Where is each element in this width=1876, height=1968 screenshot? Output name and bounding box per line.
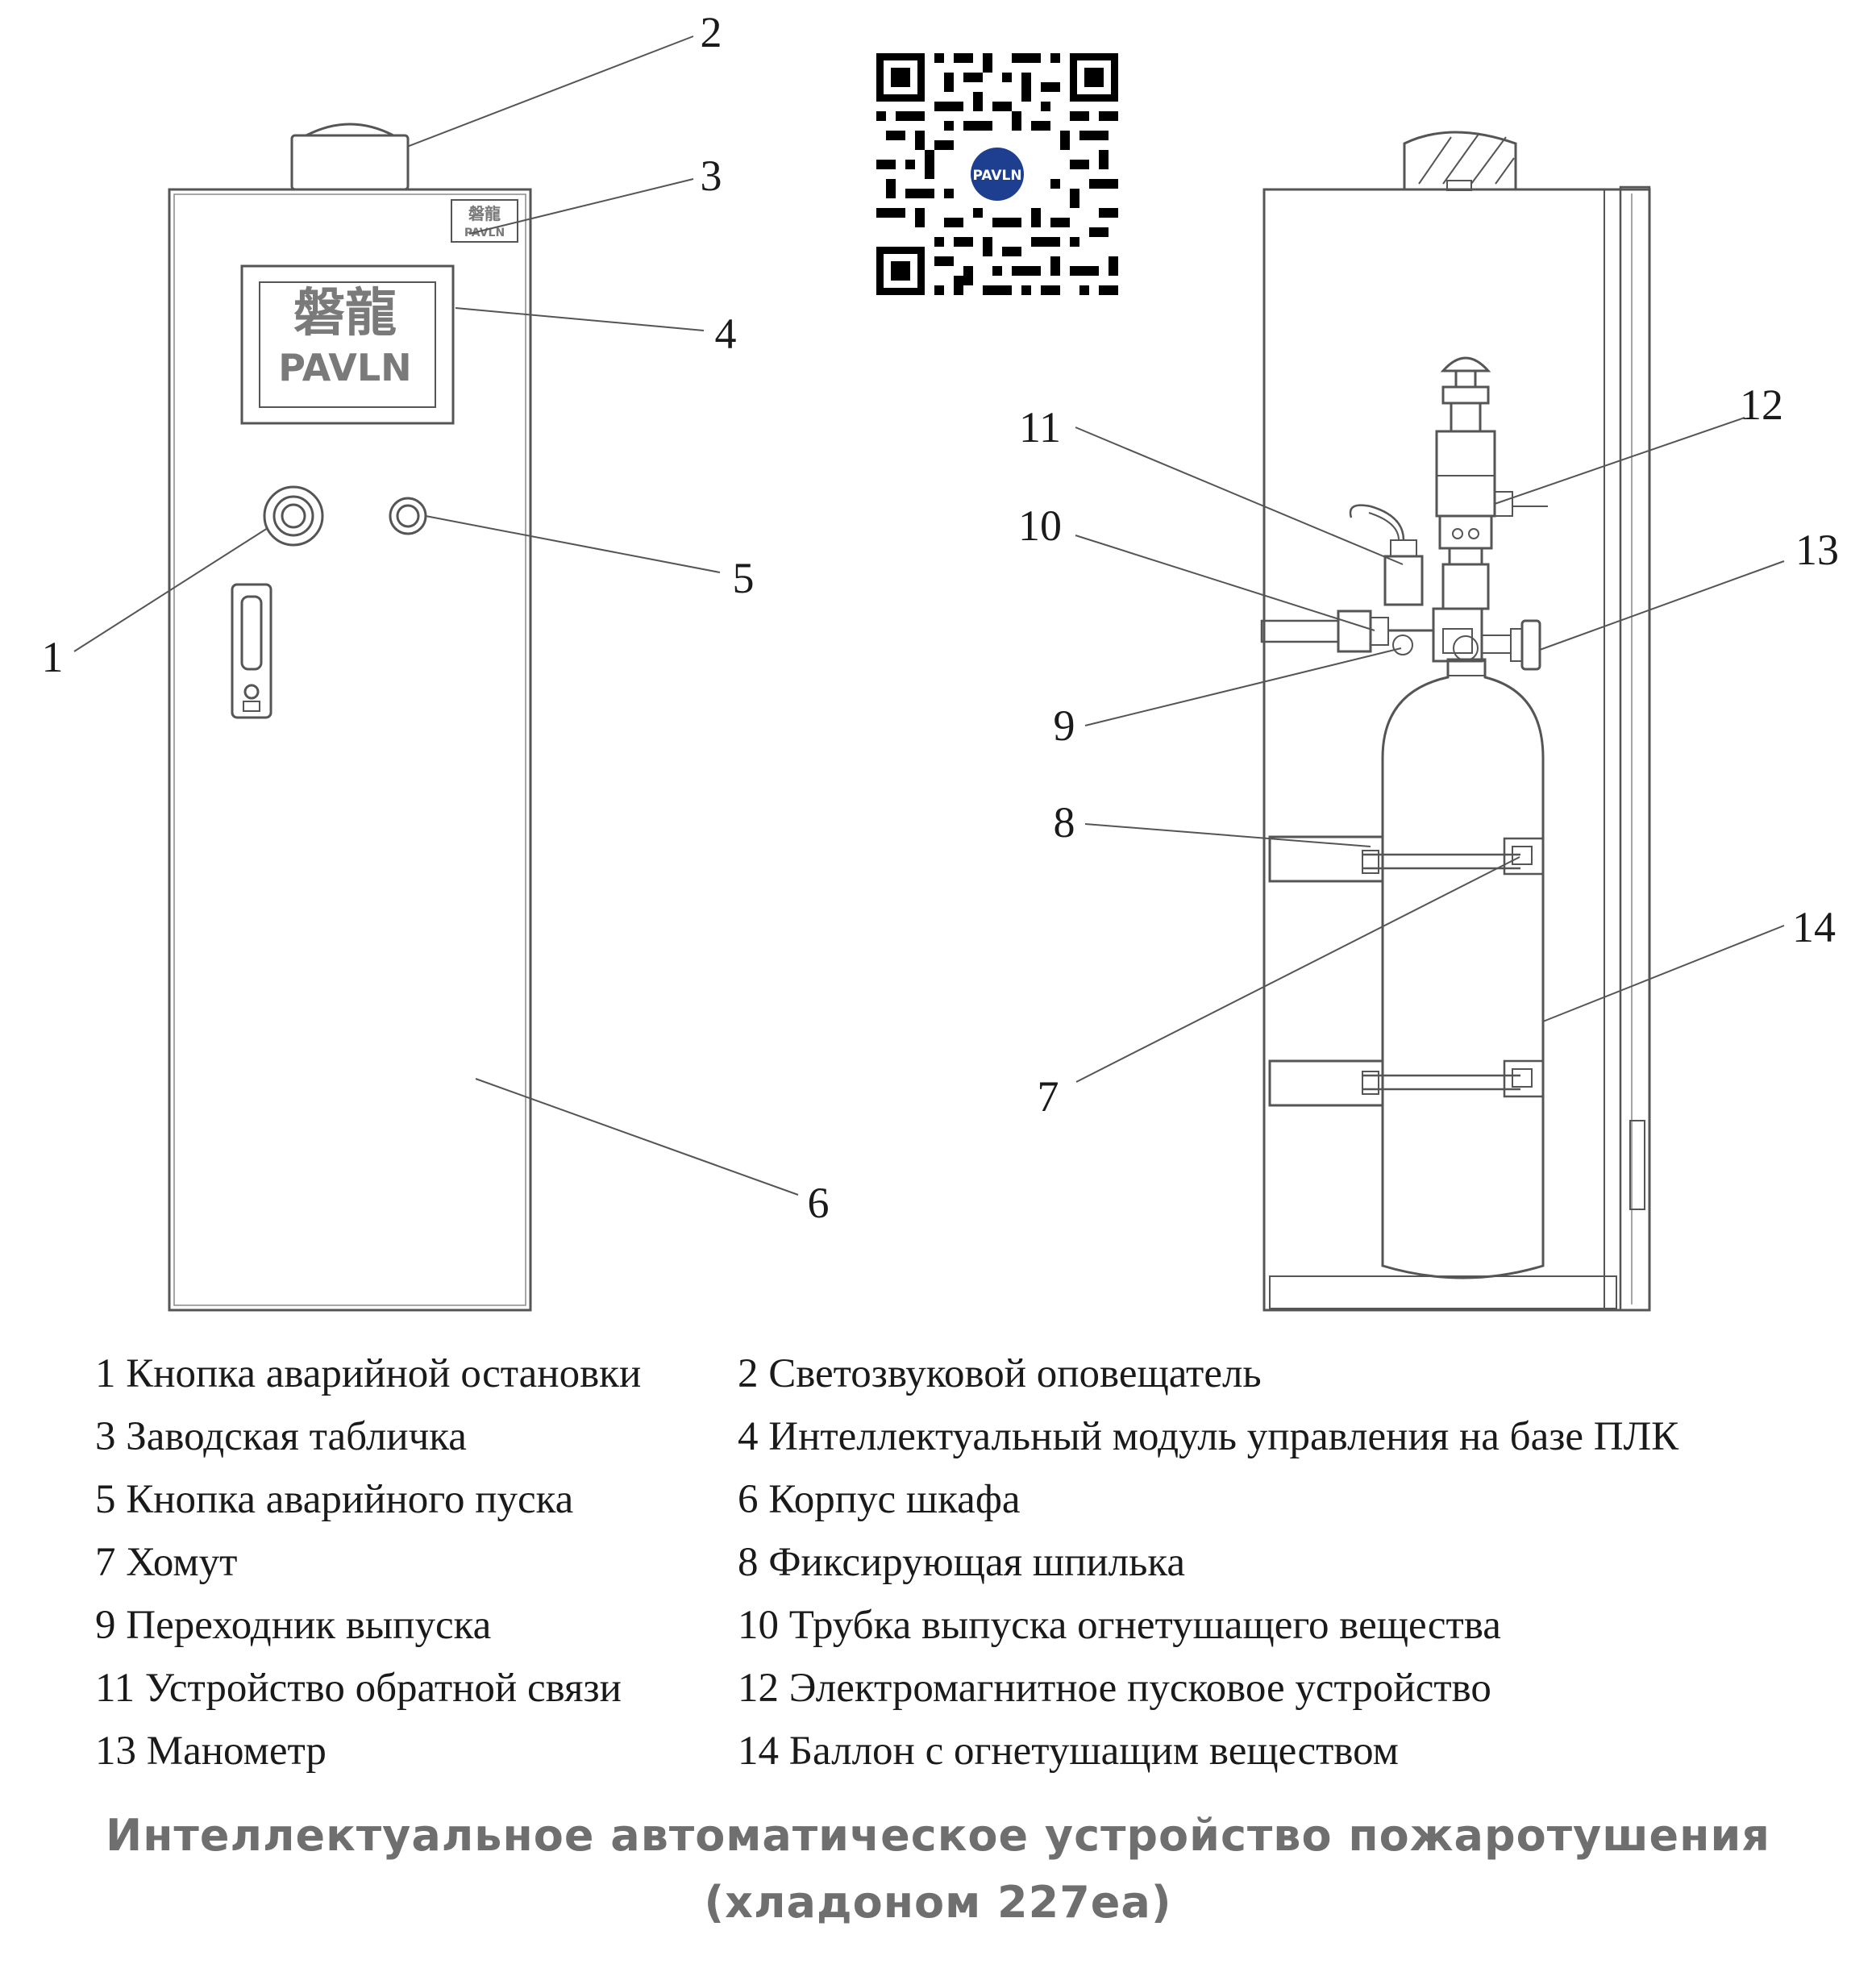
callout-7: 7 (1038, 1072, 1059, 1121)
legend-item: 8 Фиксирующая шпилька (738, 1540, 1186, 1585)
cabinet-door-edge (1619, 185, 1651, 1312)
nameplate-brand-en: PAVLN (464, 227, 505, 239)
parts-legend: 1 Кнопка аварийной остановки 2 Светозвук… (95, 1342, 1828, 1783)
callout-3: 3 (701, 152, 722, 200)
cabinet-body-open (1262, 188, 1651, 1312)
callout-2: 2 (701, 8, 722, 56)
legend-item: 9 Переходник выпуска (95, 1603, 492, 1648)
figure-title-line2: (хладоном 227ea) (704, 1877, 1172, 1928)
plc-brand-cn: 磐龍 (293, 284, 397, 343)
leader-lines (73, 35, 1785, 1196)
legend-item: 2 Светозвуковой оповещатель (738, 1351, 1262, 1396)
legend-row: 3 Заводская табличка 4 Интеллектуальный … (95, 1405, 1828, 1468)
callout-6: 6 (808, 1179, 830, 1227)
callout-13: 13 (1795, 526, 1839, 574)
legend-item: 7 Хомут (95, 1540, 238, 1585)
solenoid-actuator (1435, 430, 1496, 518)
legend-item: 1 Кнопка аварийной остановки (95, 1351, 642, 1396)
callout-4: 4 (715, 310, 737, 358)
discharge-tube (1260, 619, 1340, 643)
nameplate-brand-cn: 磐龍 (468, 204, 501, 223)
legend-row: 5 Кнопка аварийного пуска 6 Корпус шкафа (95, 1468, 1828, 1531)
legend-item: 11 Устройство обратной связи (95, 1666, 622, 1711)
emergency-start-button (389, 497, 427, 535)
cabinet-open-view (1260, 131, 1651, 1312)
legend-row: 11 Устройство обратной связи 12 Электром… (95, 1657, 1828, 1720)
emergency-stop-button (263, 485, 324, 547)
callout-numbers: 1 2 3 4 5 6 7 8 9 10 11 12 13 14 (42, 8, 1840, 1227)
qr-logo-text: PAVLN (972, 168, 1021, 184)
feedback-device (1383, 555, 1424, 606)
legend-item: 4 Интеллектуальный модуль управления на … (738, 1414, 1679, 1459)
valve-assembly (1260, 356, 1548, 676)
callout-8: 8 (1054, 798, 1075, 847)
door-handle (231, 583, 272, 719)
qr-code: PAVLN (876, 53, 1118, 295)
legend-row: 13 Манометр 14 Баллон с огнетушащим веще… (95, 1720, 1828, 1783)
bracket-lower (1268, 1059, 1545, 1107)
legend-item: 5 Кнопка аварийного пуска (95, 1477, 574, 1522)
callout-11: 11 (1019, 403, 1061, 451)
alarm-beacon-side (1403, 131, 1517, 191)
pressure-gauge (1481, 619, 1541, 671)
callout-10: 10 (1018, 501, 1062, 550)
bracket-upper (1268, 835, 1545, 883)
plc-brand-en: PAVLN (278, 346, 411, 389)
legend-item: 13 Манометр (95, 1729, 327, 1774)
legend-item: 3 Заводская табличка (95, 1414, 467, 1459)
callout-12: 12 (1740, 381, 1783, 429)
legend-row: 7 Хомут 8 Фиксирующая шпилька (95, 1531, 1828, 1594)
legend-row: 1 Кнопка аварийной остановки 2 Светозвук… (95, 1342, 1828, 1405)
callout-9: 9 (1054, 701, 1075, 750)
technical-drawing: 磐龍 PAVLN 磐龍 PAVLN PAVLN (42, 8, 1840, 1312)
legend-item: 12 Электромагнитное пусковое устройство (738, 1666, 1491, 1711)
callout-1: 1 (42, 633, 64, 681)
callout-5: 5 (733, 554, 755, 602)
legend-row: 9 Переходник выпуска 10 Трубка выпуска о… (95, 1594, 1828, 1657)
nameplate (451, 199, 518, 243)
figure-title-line1: Интеллектуальное автоматическое устройст… (106, 1810, 1770, 1861)
agent-cylinder (1381, 658, 1545, 1279)
alarm-beacon (290, 123, 410, 191)
callout-14: 14 (1792, 903, 1836, 951)
legend-item: 14 Баллон с огнетушащим веществом (738, 1729, 1399, 1774)
plc-module (240, 264, 455, 425)
legend-item: 6 Корпус шкафа (738, 1477, 1021, 1522)
legend-item: 10 Трубка выпуска огнетушащего вещества (738, 1603, 1501, 1648)
